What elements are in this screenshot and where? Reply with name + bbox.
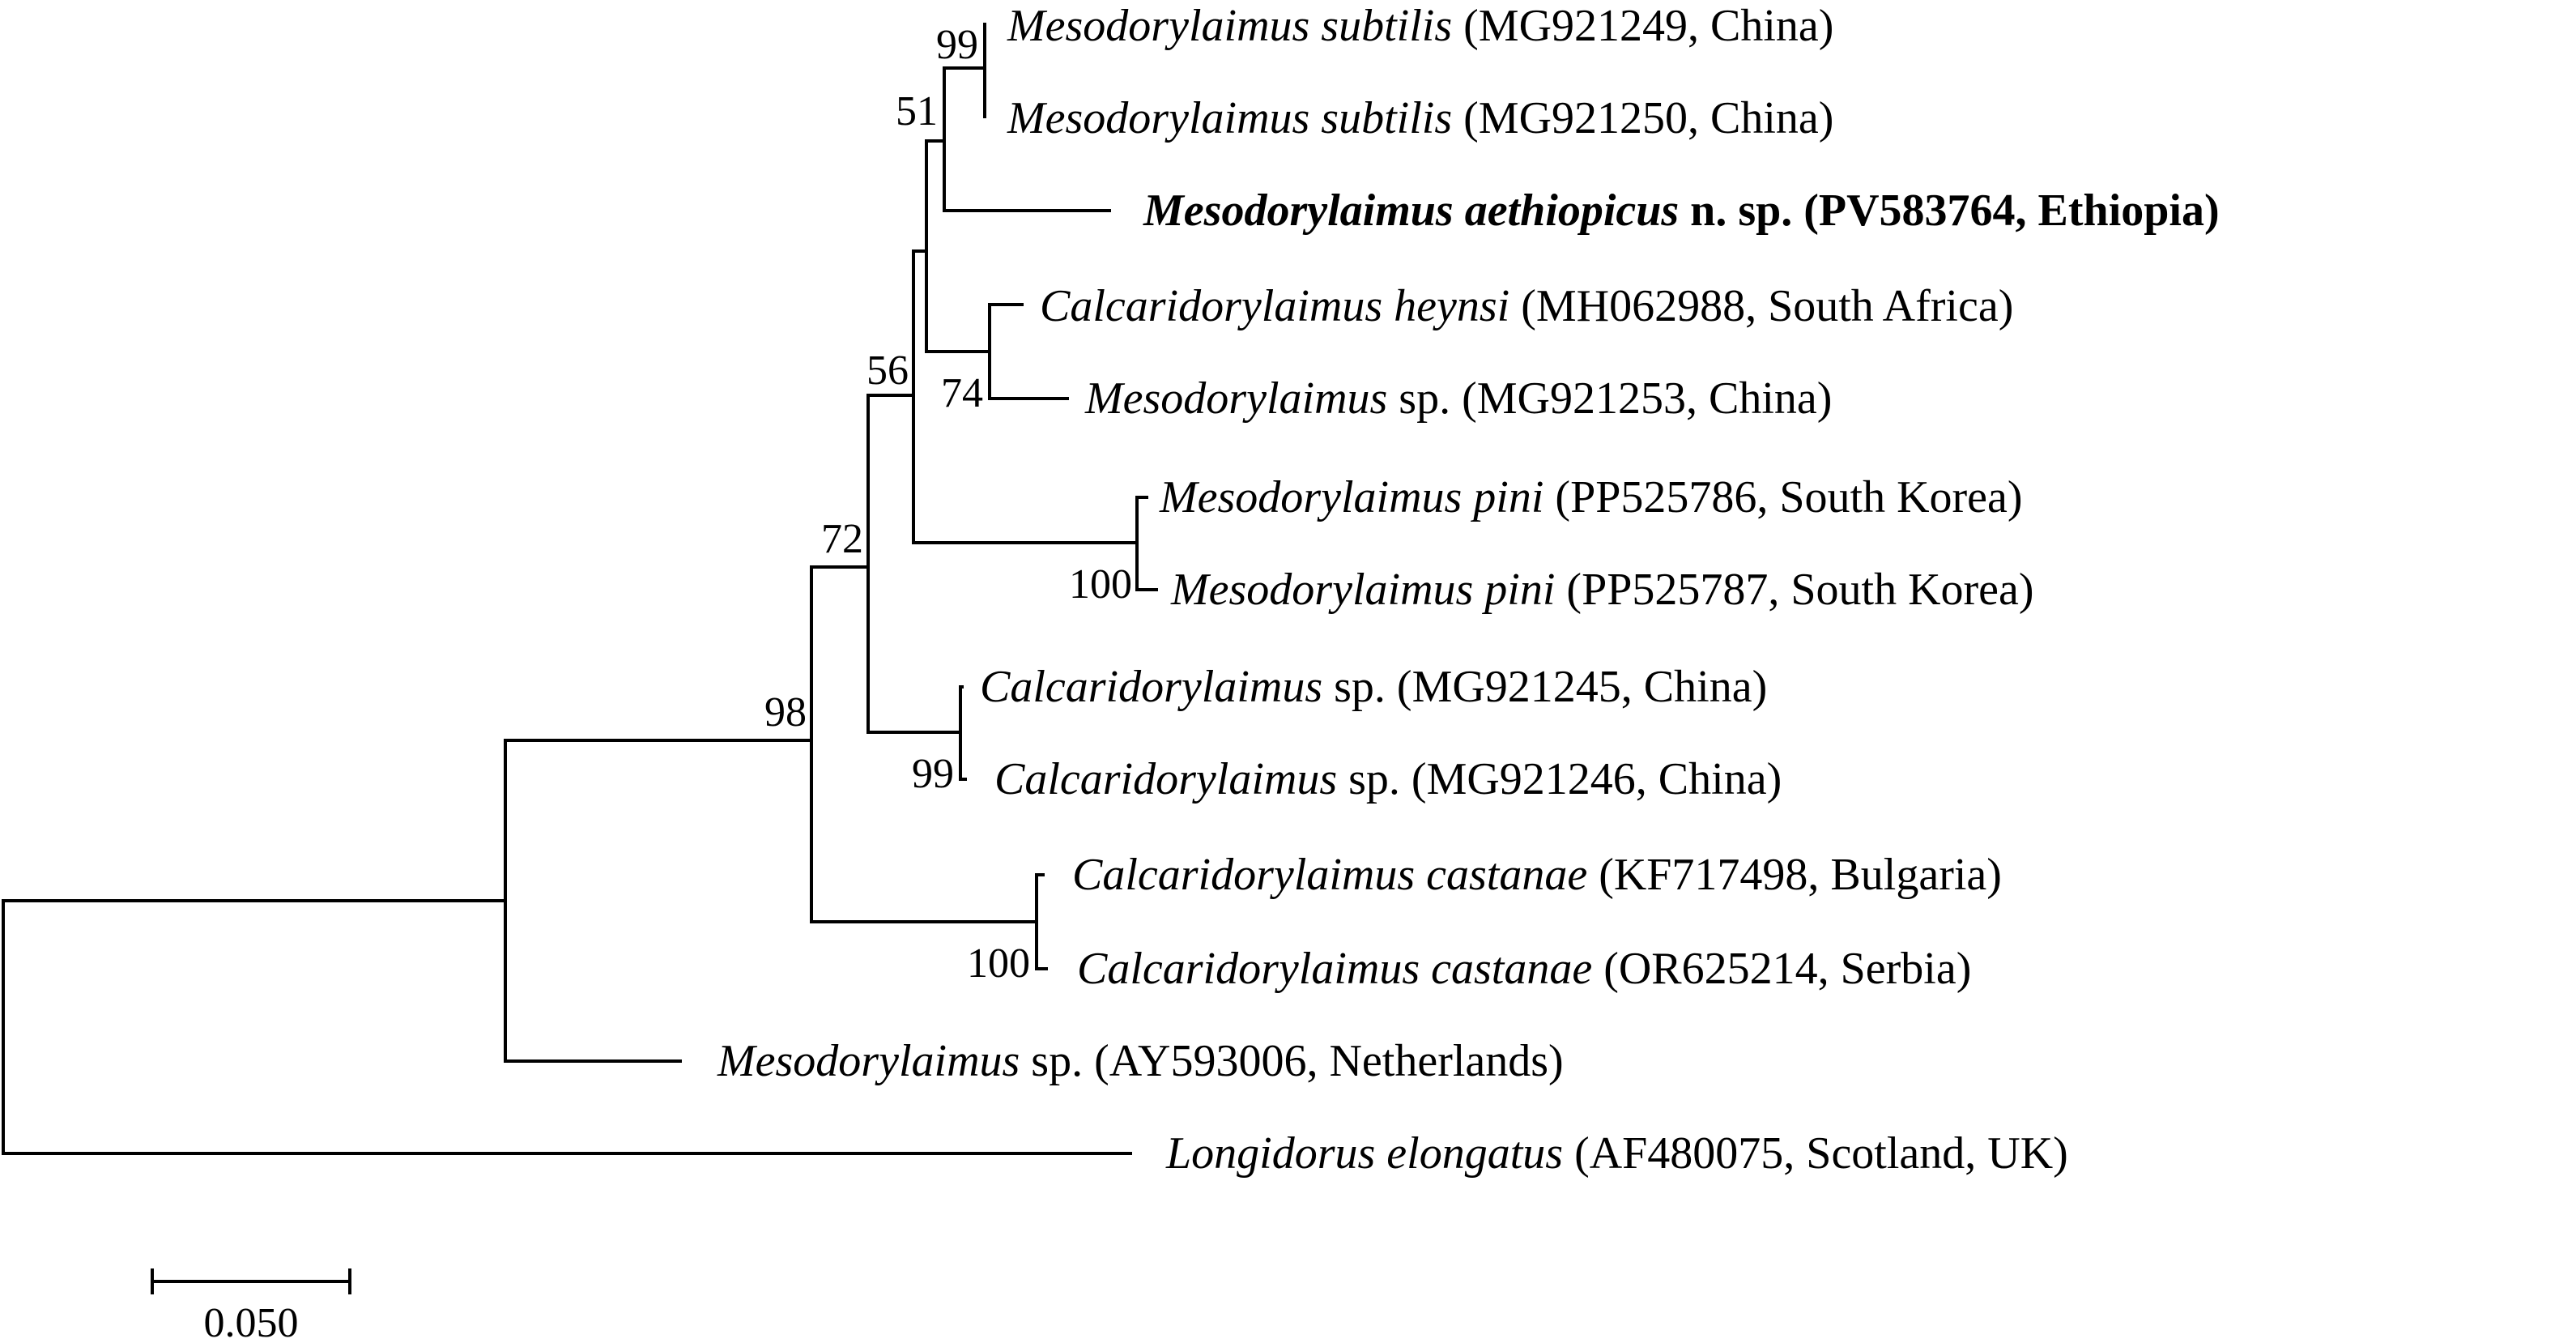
support-value: 74 <box>941 370 983 416</box>
accession: n. sp. (PV583764, Ethiopia) <box>1690 185 2219 236</box>
scale-bar: 0.050 <box>151 1268 351 1343</box>
species-name: Mesodorylaimus aethiopicus <box>1143 185 1679 236</box>
accession: (PP525786, South Korea) <box>1555 472 2022 522</box>
tip-label: Longidorus elongatus (AF480075, Scotland… <box>1165 1128 2068 1179</box>
accession: sp. (MG921253, China) <box>1399 373 1832 424</box>
species-name: Mesodorylaimus pini <box>1159 472 1543 522</box>
support-values: 99 51 74 56 100 72 99 98 100 <box>764 22 1132 987</box>
support-value: 51 <box>896 88 938 134</box>
tip-label: Mesodorylaimus sp. (MG921253, China) <box>1084 373 1832 424</box>
accession: (PP525787, South Korea) <box>1566 565 2033 615</box>
support-value: 99 <box>912 751 954 797</box>
tip-label: Mesodorylaimus sp. (AY593006, Netherland… <box>717 1036 1564 1086</box>
tip-label: Calcaridorylaimus castanae (KF717498, Bu… <box>1072 850 2002 900</box>
accession: (AF480075, Scotland, UK) <box>1574 1128 2068 1179</box>
accession: (MH062988, South Africa) <box>1521 281 2013 331</box>
tip-label: Calcaridorylaimus sp. (MG921246, China) <box>994 754 1782 804</box>
species-name: Mesodorylaimus <box>717 1036 1020 1086</box>
support-value: 72 <box>821 516 863 562</box>
species-name: Mesodorylaimus subtilis <box>1007 93 1452 143</box>
tip-label: Mesodorylaimus pini (PP525786, South Kor… <box>1159 472 2023 522</box>
support-value: 56 <box>866 347 909 394</box>
tip-label: Mesodorylaimus subtilis (MG921249, China… <box>1007 1 1833 51</box>
accession: sp. (MG921245, China) <box>1334 662 1767 712</box>
species-name: Mesodorylaimus <box>1084 373 1387 424</box>
species-name: Calcaridorylaimus heynsi <box>1040 281 1509 331</box>
tip-label: Calcaridorylaimus sp. (MG921245, China) <box>980 662 1767 712</box>
accession: (MG921249, China) <box>1463 1 1833 51</box>
species-name: Calcaridorylaimus castanae <box>1072 850 1587 900</box>
accession: (MG921250, China) <box>1463 93 1833 143</box>
support-value: 100 <box>967 940 1030 987</box>
species-name: Mesodorylaimus subtilis <box>1007 1 1452 51</box>
species-name: Calcaridorylaimus <box>994 754 1337 804</box>
support-value: 99 <box>936 22 978 68</box>
accession: sp. (AY593006, Netherlands) <box>1031 1036 1563 1086</box>
support-value: 100 <box>1069 561 1132 608</box>
tip-label: Mesodorylaimus pini (PP525787, South Kor… <box>1170 565 2034 615</box>
species-name: Calcaridorylaimus <box>980 662 1322 712</box>
tip-labels: Mesodorylaimus subtilis (MG921249, China… <box>717 1 2220 1179</box>
tip-label: Mesodorylaimus subtilis (MG921250, China… <box>1007 93 1833 143</box>
support-value: 98 <box>764 689 807 735</box>
species-name: Longidorus elongatus <box>1165 1128 1563 1179</box>
tip-label: Calcaridorylaimus castanae (OR625214, Se… <box>1077 944 1971 994</box>
tip-label: Calcaridorylaimus heynsi (MH062988, Sout… <box>1040 281 2013 331</box>
accession: (KF717498, Bulgaria) <box>1599 850 2002 900</box>
tip-label-new-species: Mesodorylaimus aethiopicus n. sp. (PV583… <box>1143 185 2220 236</box>
scale-bar-label: 0.050 <box>204 1300 299 1343</box>
tree-branches <box>2 23 1158 1155</box>
accession: sp. (MG921246, China) <box>1348 754 1782 804</box>
accession: (OR625214, Serbia) <box>1603 944 1971 994</box>
species-name: Mesodorylaimus pini <box>1170 565 1555 615</box>
species-name: Calcaridorylaimus castanae <box>1077 944 1592 994</box>
